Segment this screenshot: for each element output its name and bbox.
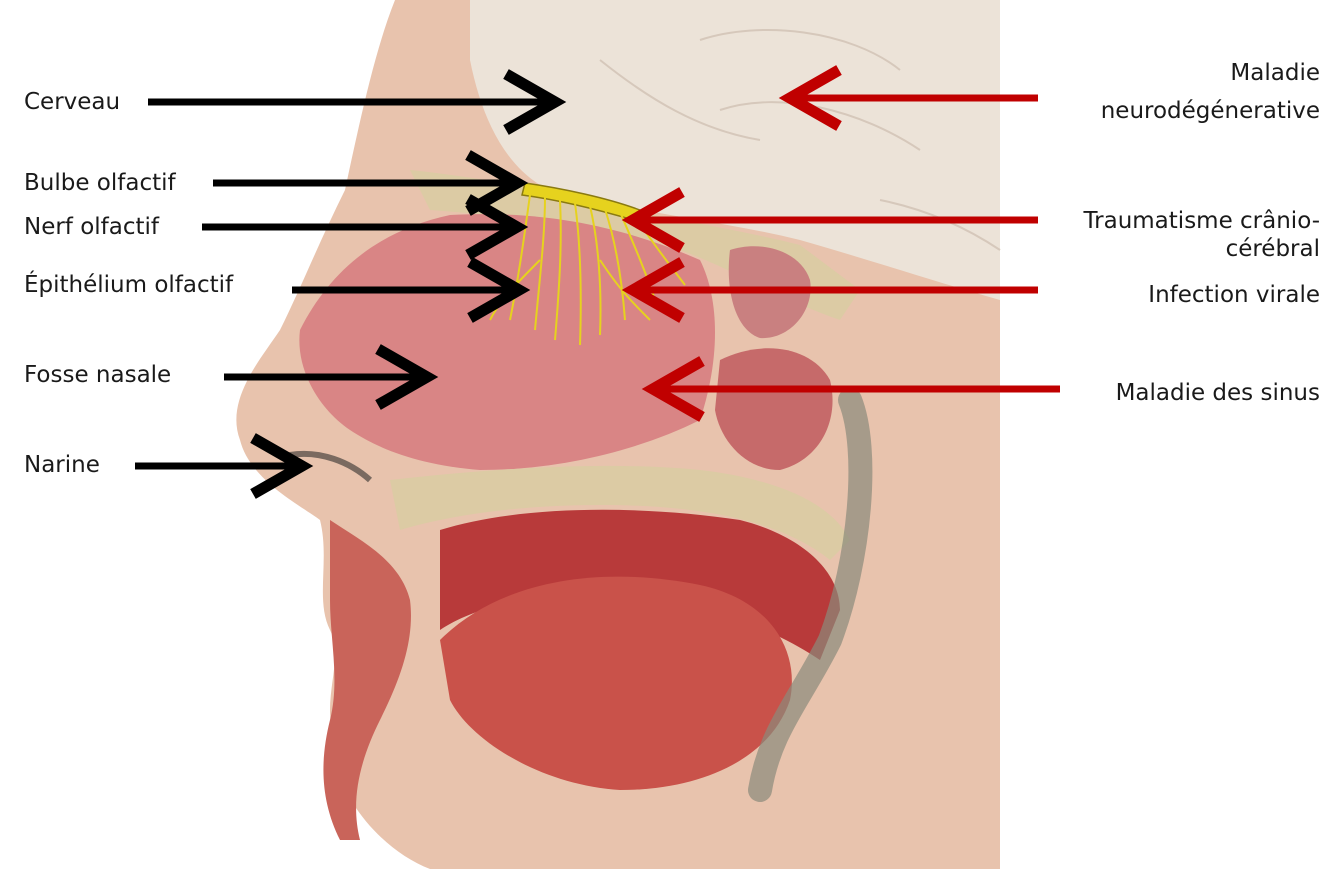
label-olfactory-nerve: Nerf olfactif [24, 214, 160, 240]
label-viral-infection: Infection virale [1148, 282, 1320, 308]
label-olfactory-bulb: Bulbe olfactif [24, 170, 176, 196]
label-olfactory-epithelium: Épithélium olfactif [24, 272, 234, 298]
label-sinus-disease: Maladie des sinus [1115, 380, 1320, 406]
label-trauma-line2: cérébral [1225, 236, 1320, 262]
label-trauma-line1: Traumatisme crânio- [1083, 208, 1320, 234]
tongue [440, 576, 792, 790]
palate-bone [390, 465, 850, 560]
pharynx [748, 388, 873, 802]
label-brain: Cerveau [24, 89, 121, 115]
lips-muscle [323, 520, 411, 840]
label-nostril: Narine [24, 452, 100, 478]
brain-region [470, 0, 1000, 300]
label-nasal-cavity: Fosse nasale [24, 362, 172, 388]
sinus-cavity [715, 348, 833, 470]
label-neurodegenerative-line2: neurodégénerative [1100, 98, 1320, 124]
label-neurodegenerative-line1: Maladie [1230, 60, 1320, 86]
